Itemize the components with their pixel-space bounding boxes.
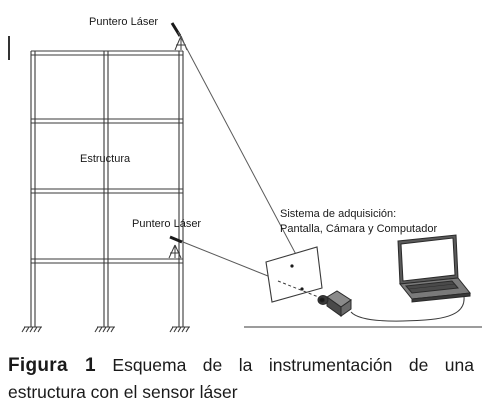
data-cable <box>350 287 465 322</box>
structure-diagram: Puntero Láser Estructura Puntero Láser S… <box>8 16 482 333</box>
figure-label: Figura 1 <box>8 355 96 376</box>
caption-text: Esquema de la instrumentación de una est… <box>8 355 474 402</box>
laser-beam-mid <box>182 241 279 281</box>
building-frame <box>30 50 184 327</box>
base-supports <box>21 326 190 333</box>
label-acquisition-line2: Pantalla, Cámara y Computador <box>280 223 437 235</box>
laser-dot-upper <box>290 264 294 268</box>
laser-beam-top <box>177 31 301 263</box>
laser-pointer-top <box>170 22 188 51</box>
laptop <box>397 234 471 303</box>
camera <box>317 290 352 317</box>
label-laser-top: Puntero Láser <box>89 16 158 28</box>
laser-pointer-mid <box>168 235 183 259</box>
label-acquisition-line1: Sistema de adquisición: <box>280 208 396 220</box>
label-structure: Estructura <box>80 153 131 165</box>
label-laser-mid: Puntero Láser <box>132 218 201 230</box>
figure-caption: Figura 1 Esquema de la instrumentación d… <box>8 352 474 406</box>
projection-screen <box>265 246 323 303</box>
